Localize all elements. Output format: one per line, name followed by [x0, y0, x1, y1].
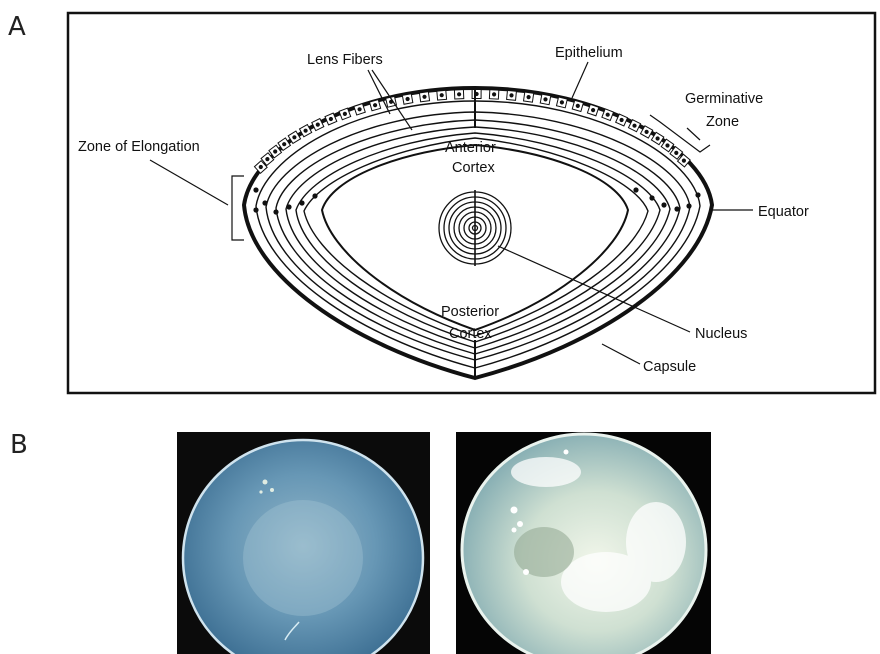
cataract-lens-photo: [456, 432, 711, 654]
epithelial-cell-nucleus: [675, 151, 678, 154]
epithelial-cell-nucleus: [316, 123, 319, 126]
epithelial-cell-nucleus: [458, 93, 461, 96]
label-nucleus: Nucleus: [695, 326, 747, 342]
epithelial-cell-nucleus: [493, 93, 496, 96]
epithelial-cell-nucleus: [274, 150, 277, 153]
clear-lens-photo: [177, 432, 430, 654]
epithelial-cell-nucleus: [374, 104, 377, 107]
label-zone-of-elongation: Zone of Elongation: [78, 139, 200, 155]
epithelial-cell-nucleus: [656, 137, 659, 140]
epithelial-cell-nucleus: [645, 130, 648, 133]
clear-lens-image: [177, 432, 430, 654]
epithelial-cell-nucleus: [283, 143, 286, 146]
epithelial-cell-nucleus: [343, 112, 346, 115]
epithelial-cell-nucleus: [527, 96, 530, 99]
epithelial-cell-nucleus: [358, 108, 361, 111]
label-equator: Equator: [758, 204, 809, 220]
epithelial-cell-nucleus: [620, 118, 623, 121]
label-posterior-line2: Cortex: [449, 326, 492, 342]
epithelial-cell-nucleus: [633, 124, 636, 127]
epithelial-cell-nucleus: [576, 104, 579, 107]
epithelial-cell-nucleus: [510, 94, 513, 97]
label-germinative-line2: Zone: [706, 114, 739, 130]
label-germinative-line1: Germinative: [685, 91, 763, 107]
lens-anatomy-diagram: Lens Fibers Epithelium Germinative Zone …: [0, 0, 880, 420]
label-posterior-line1: Posterior: [441, 304, 499, 320]
label-epithelium: Epithelium: [555, 45, 623, 61]
epithelial-cell-nucleus: [592, 109, 595, 112]
cataract-lens-image: [456, 432, 711, 654]
epithelial-cell-nucleus: [304, 129, 307, 132]
epithelial-cell-nucleus: [560, 101, 563, 104]
epithelial-cell-nucleus: [440, 94, 443, 97]
epithelial-cell-nucleus: [682, 159, 685, 162]
epithelial-cell-nucleus: [266, 158, 269, 161]
epithelial-cell-nucleus: [329, 117, 332, 120]
epithelial-cell-nucleus: [423, 95, 426, 98]
epithelial-cell-nucleus: [666, 144, 669, 147]
epithelial-cell-nucleus: [606, 113, 609, 116]
epithelial-cell-nucleus: [406, 97, 409, 100]
epithelial-cell-nucleus: [259, 165, 262, 168]
label-anterior-line2: Cortex: [452, 160, 495, 176]
panel-letter-b: B: [10, 430, 28, 460]
label-capsule: Capsule: [643, 359, 696, 375]
label-anterior-line1: Anterior: [445, 140, 496, 156]
epithelial-cell-nucleus: [544, 98, 547, 101]
label-lens-fibers: Lens Fibers: [307, 52, 383, 68]
epithelial-cell-nucleus: [293, 136, 296, 139]
